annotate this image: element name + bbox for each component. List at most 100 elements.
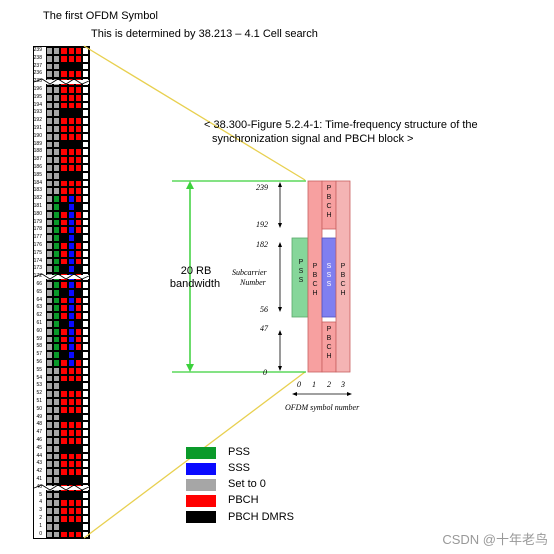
grid-cell bbox=[53, 148, 61, 157]
grid-cell bbox=[46, 62, 54, 71]
grid-cell bbox=[53, 226, 61, 235]
grid-cell bbox=[82, 335, 90, 344]
grid-cell bbox=[46, 148, 54, 157]
grid-cell bbox=[82, 226, 90, 235]
grid-cell bbox=[67, 265, 75, 274]
grid-cell bbox=[74, 327, 82, 336]
grid-cell bbox=[82, 444, 90, 453]
grid-cell bbox=[82, 86, 90, 94]
grid-cell bbox=[74, 437, 82, 445]
grid-cell bbox=[53, 296, 61, 305]
grid-cell bbox=[46, 444, 54, 453]
grid-cell bbox=[60, 421, 68, 430]
figure-caption-line2: synchronization signal and PBCH block > bbox=[212, 133, 414, 145]
bandwidth-label-line1: 20 RB bbox=[180, 265, 212, 277]
grid-cell bbox=[46, 218, 54, 227]
grid-row bbox=[34, 359, 90, 367]
grid-row-label: 182 bbox=[33, 195, 42, 202]
label-letter: P bbox=[326, 185, 332, 192]
grid-row bbox=[34, 312, 90, 320]
grid-cell bbox=[67, 210, 75, 219]
grid-cell bbox=[74, 429, 82, 437]
grid-cell bbox=[46, 140, 54, 149]
grid-cell bbox=[74, 522, 82, 531]
grid-row bbox=[34, 437, 90, 445]
grid-cell bbox=[46, 499, 54, 508]
grid-cell bbox=[60, 522, 68, 531]
grid-cell bbox=[67, 421, 75, 430]
grid-cell bbox=[60, 281, 68, 289]
grid-row bbox=[34, 70, 90, 79]
grid-cell bbox=[67, 117, 75, 125]
grid-cell bbox=[74, 288, 82, 297]
grid-cell bbox=[67, 405, 75, 414]
subcarrier-tick-192: 192 bbox=[256, 220, 268, 229]
grid-cell bbox=[82, 148, 90, 157]
grid-cell bbox=[46, 382, 54, 391]
grid-cell bbox=[67, 195, 75, 203]
grid-row-label: 51 bbox=[36, 398, 42, 404]
grid-row bbox=[34, 522, 90, 531]
grid-row-label: 184 bbox=[33, 179, 42, 186]
grid-row-label: 53 bbox=[36, 382, 42, 389]
grid-cell bbox=[74, 312, 82, 320]
grid-cell bbox=[46, 86, 54, 94]
label-letter: C bbox=[312, 281, 318, 288]
grid-cell bbox=[67, 491, 75, 500]
grid-cell bbox=[46, 515, 54, 523]
grid-row-label: 50 bbox=[36, 405, 42, 412]
grid-cell bbox=[60, 366, 68, 375]
grid-row bbox=[34, 515, 90, 523]
grid-cell bbox=[53, 70, 61, 79]
grid-cell bbox=[53, 398, 61, 406]
grid-row-label: 2 bbox=[39, 515, 42, 521]
grid-cell bbox=[67, 249, 75, 258]
grid-cell bbox=[46, 171, 54, 180]
grid-cell bbox=[60, 390, 68, 398]
grid-cell bbox=[60, 398, 68, 406]
grid-cell bbox=[67, 125, 75, 133]
grid-row bbox=[34, 335, 90, 344]
grid-cell bbox=[46, 101, 54, 110]
brace-arrowhead bbox=[278, 182, 282, 187]
grid-cell bbox=[53, 156, 61, 164]
grid-row bbox=[34, 218, 90, 227]
grid-cell bbox=[82, 281, 90, 289]
grid-cell bbox=[53, 117, 61, 125]
grid-cell bbox=[82, 117, 90, 125]
grid-row bbox=[34, 148, 90, 157]
grid-cell bbox=[74, 460, 82, 469]
grid-cell bbox=[82, 405, 90, 414]
grid-row bbox=[34, 117, 90, 125]
grid-cell bbox=[82, 421, 90, 430]
grid-cell bbox=[82, 93, 90, 102]
grid-cell bbox=[67, 522, 75, 531]
grid-row bbox=[34, 257, 90, 266]
grid-cell bbox=[74, 132, 82, 141]
brace-arrowhead bbox=[278, 330, 282, 335]
grid-row bbox=[34, 109, 90, 118]
grid-cell bbox=[53, 140, 61, 149]
grid-cell bbox=[67, 296, 75, 305]
grid-row-label: 178 bbox=[33, 226, 42, 233]
grid-row bbox=[34, 382, 90, 391]
grid-cell bbox=[46, 93, 54, 102]
grid-cell bbox=[53, 515, 61, 523]
grid-cell bbox=[74, 507, 82, 515]
grid-cell bbox=[74, 491, 82, 500]
grid-cell bbox=[82, 374, 90, 383]
grid-cell bbox=[74, 413, 82, 422]
symbol-axis-arrowhead bbox=[292, 392, 297, 396]
grid-row-label: 236 bbox=[33, 70, 42, 77]
grid-cell bbox=[82, 491, 90, 500]
grid-row bbox=[34, 413, 90, 422]
grid-cell bbox=[53, 405, 61, 414]
grid-cell bbox=[74, 47, 82, 55]
grid-row bbox=[34, 366, 90, 375]
grid-cell bbox=[82, 499, 90, 508]
grid-cell bbox=[53, 413, 61, 422]
grid-cell bbox=[74, 117, 82, 125]
grid-cell bbox=[46, 312, 54, 320]
